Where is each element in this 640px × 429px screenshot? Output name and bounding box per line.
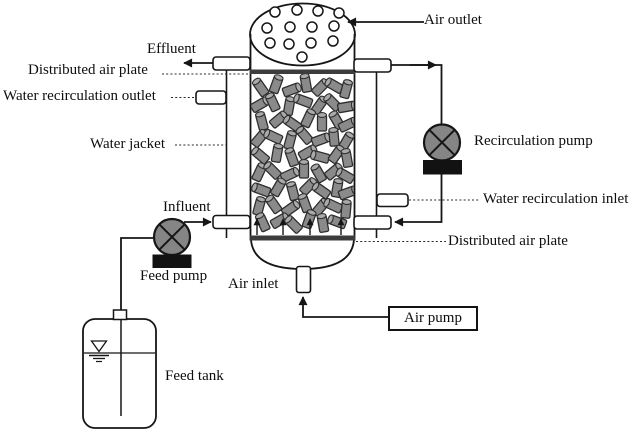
- reactor-bottom-bowl: [250, 239, 355, 270]
- feed-pump-label: Feed pump: [140, 268, 208, 284]
- biofilm-carrier: [281, 82, 302, 98]
- dome-hole: [312, 5, 324, 17]
- biofilm-carrier: [300, 108, 317, 129]
- feed-pump-symbol: [152, 217, 192, 268]
- dome-holes: [261, 4, 345, 63]
- biofilm-carrier: [297, 193, 313, 214]
- distributed-air-plate-bottom-label: Distributed air plate: [448, 233, 568, 249]
- dome-hole: [261, 22, 273, 34]
- dome-hole: [291, 4, 303, 16]
- biofilm-carrier: [328, 127, 340, 147]
- dome-hole: [284, 21, 296, 33]
- dome-hole: [333, 7, 345, 19]
- biofilm-carrier: [252, 196, 267, 217]
- air-inlet-stub: [295, 265, 312, 294]
- biofilm-carrier: [264, 92, 281, 113]
- biofilm-carrier: [340, 199, 352, 219]
- water-level-symbol: [90, 340, 108, 353]
- biofilm-carrier: [323, 197, 344, 214]
- biofilm-carrier: [282, 96, 296, 117]
- water-recirculation-inlet-label: Water recirculation inlet: [483, 191, 629, 207]
- air-outlet-label: Air outlet: [424, 12, 482, 28]
- carrier-bed: [251, 74, 354, 234]
- biofilm-carrier: [335, 167, 354, 184]
- biofilm-carrier: [251, 182, 272, 198]
- dome-hole: [264, 37, 276, 49]
- air-flow-arrows: [253, 218, 345, 235]
- water-recirculation-inlet-port: [376, 193, 409, 208]
- biofilm-carrier: [337, 116, 354, 133]
- biofilm-carrier: [254, 111, 269, 132]
- biofilm-carrier: [327, 144, 346, 165]
- feed-pipe: [120, 237, 155, 310]
- recirculation-pump-symbol: [422, 123, 462, 175]
- dome-hole: [306, 21, 318, 33]
- biofilm-carrier: [270, 143, 284, 164]
- feed-tank-cap: [112, 309, 128, 321]
- effluent-label: Effluent: [147, 41, 196, 57]
- recirculation-pipe-return: [394, 174, 443, 227]
- air-pipe: [298, 296, 388, 318]
- air-inlet-label: Air inlet: [228, 276, 279, 292]
- biofilm-carrier: [270, 177, 287, 198]
- biofilm-carrier: [323, 93, 342, 112]
- recirculation-return-port: [353, 215, 392, 230]
- feed-tank-symbol: [82, 309, 157, 429]
- distributed-air-plate-top-label: Distributed air plate: [28, 62, 148, 78]
- recirculation-pump-label: Recirculation pump: [474, 133, 593, 149]
- biofilm-carrier: [251, 77, 270, 98]
- biofilm-carrier: [284, 215, 303, 234]
- biofilm-carrier: [336, 100, 354, 114]
- effluent-port: [212, 56, 251, 71]
- biofilm-carrier: [285, 181, 300, 202]
- biofilm-carrier: [263, 128, 284, 145]
- water-jacket-label: Water jacket: [90, 136, 165, 152]
- dome-hole: [283, 38, 295, 50]
- dome-hole: [328, 20, 340, 32]
- biofilm-carrier: [283, 130, 298, 151]
- biofilm-carrier: [284, 147, 300, 168]
- biofilm-carrier: [298, 159, 310, 179]
- dome-hole: [269, 6, 281, 18]
- biofilm-carrier: [311, 181, 332, 200]
- distributed-air-plate-bottom-shape: [250, 235, 355, 241]
- biofilm-carrier: [310, 149, 331, 164]
- dome-hole: [327, 35, 339, 47]
- biofilm-carrier: [268, 74, 284, 95]
- biofilm-carrier: [264, 194, 283, 215]
- influent-port: [212, 214, 251, 230]
- biofilm-carrier: [337, 185, 354, 201]
- biofilm-carrier: [299, 177, 318, 196]
- distributed-air-plate-top-shape: [250, 69, 355, 74]
- water-recirculation-outlet-port: [195, 90, 227, 105]
- biofilm-carrier: [293, 93, 314, 109]
- water-recirculation-outlet-label: Water recirculation outlet: [3, 88, 156, 104]
- biofilm-carrier: [251, 146, 271, 165]
- feed-tank-label: Feed tank: [165, 368, 224, 384]
- dome-hole: [305, 37, 317, 49]
- air-pump-label: Air pump: [404, 310, 462, 326]
- biofilm-carrier: [340, 148, 354, 169]
- air-pump-box: Air pump: [388, 306, 478, 331]
- biofilm-carrier: [295, 125, 314, 146]
- recirculation-top-port: [353, 58, 392, 73]
- recirculation-pipe-top: [391, 64, 443, 124]
- biofilm-carrier: [316, 112, 328, 132]
- biofilm-carrier: [263, 161, 282, 180]
- biofilm-carrier: [316, 213, 330, 234]
- influent-label: Influent: [163, 199, 211, 215]
- biofilm-carrier: [339, 79, 354, 100]
- biofilm-carrier: [299, 74, 313, 94]
- biofilm-carrier: [310, 163, 327, 184]
- dome-hole: [296, 51, 308, 63]
